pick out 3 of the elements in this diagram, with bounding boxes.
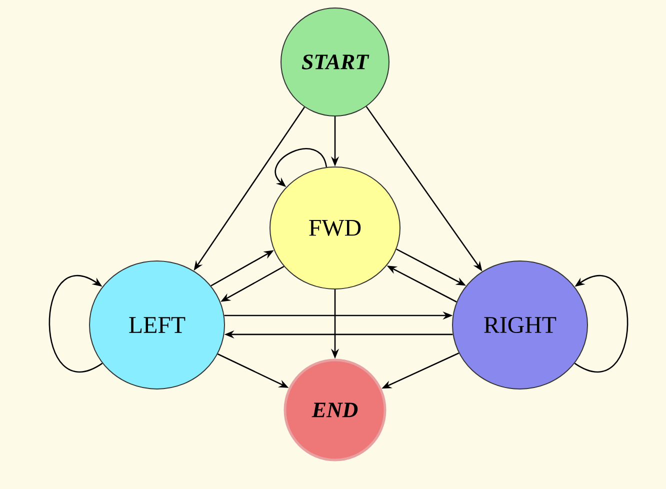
arrow — [574, 276, 628, 372]
arrow — [274, 148, 328, 187]
arrow — [48, 276, 103, 372]
